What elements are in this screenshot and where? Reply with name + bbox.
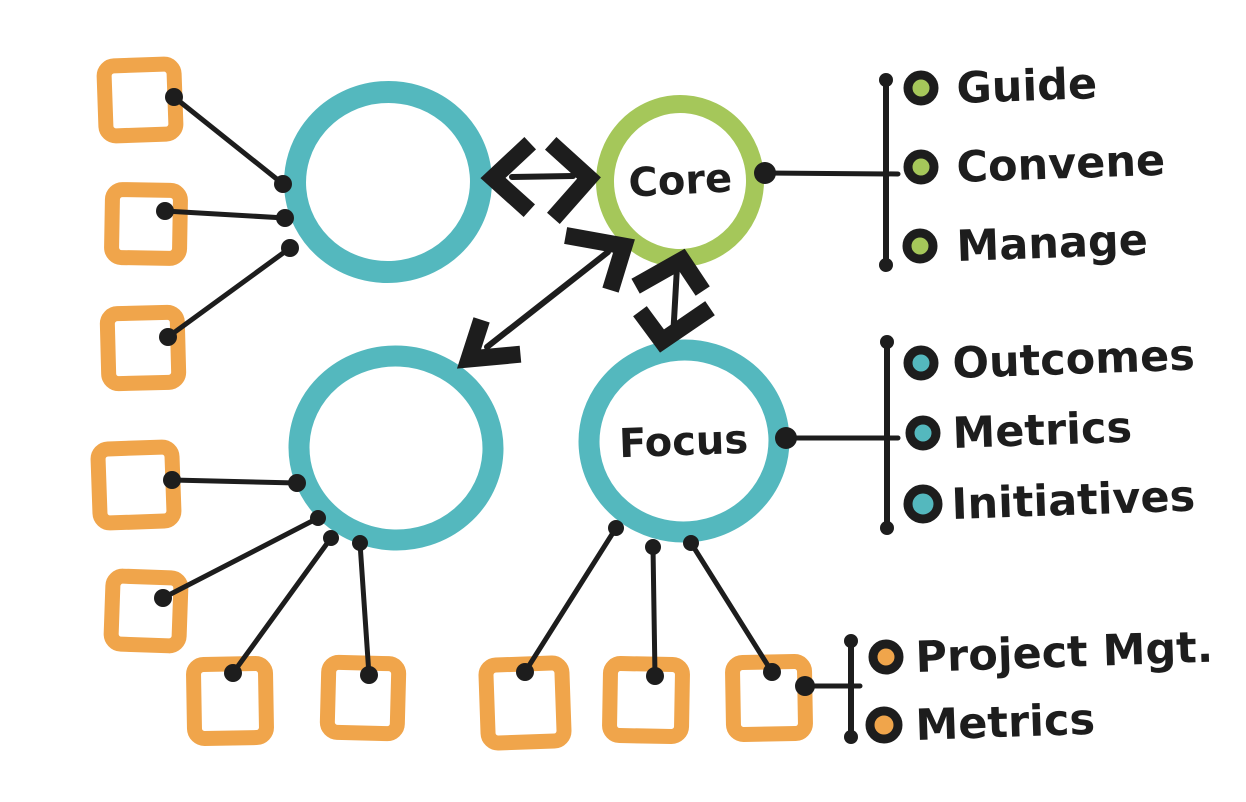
- arrowhead-upright-icon: [564, 227, 635, 293]
- legend-item-label: Project Mgt.: [915, 623, 1214, 683]
- teal-bullet-icon: [903, 484, 943, 524]
- leaf-square-9: [602, 656, 690, 744]
- orange-bullet-icon: [865, 706, 903, 744]
- legend-item-label: Metrics: [915, 695, 1096, 751]
- orange-bullet-icon: [868, 639, 904, 675]
- leaf-square-1: [96, 56, 184, 144]
- arrowhead-left-icon: [480, 136, 537, 218]
- legend-item-label: Convene: [956, 136, 1166, 193]
- leaf-square-6: [186, 656, 274, 746]
- green-bullet-icon: [903, 70, 939, 106]
- arrowhead-up-icon: [631, 248, 710, 296]
- connector-sq4-hubmid: [163, 471, 306, 492]
- legend-item-label: Metrics: [952, 403, 1133, 459]
- connector-sq3-hubtop: [159, 239, 299, 346]
- teal-bullet-icon: [905, 415, 941, 451]
- legend-item: Guide: [903, 59, 1098, 114]
- legend-item: Metrics: [865, 695, 1096, 751]
- hub-top-circle: [284, 80, 492, 284]
- legend-item: Convene: [903, 136, 1166, 193]
- legend-item-label: Initiatives: [951, 472, 1196, 530]
- focus-label: Focus: [618, 417, 749, 467]
- green-bullet-icon: [902, 228, 938, 264]
- connector-sq9-focus: [645, 539, 664, 685]
- legend-focus: Outcomes Metrics Initiatives: [880, 331, 1196, 535]
- connector-sq10-focus: [683, 535, 781, 681]
- legend-item: Initiatives: [903, 472, 1196, 530]
- arrowhead-down-icon: [633, 301, 715, 353]
- legend-item-label: Outcomes: [952, 331, 1196, 389]
- legend-core: Guide Convene Manage: [879, 59, 1166, 272]
- core-label: Core: [627, 155, 733, 206]
- green-bullet-icon: [903, 149, 939, 185]
- connector-sq6-hubmid: [224, 530, 339, 682]
- double-arrow-core-hubmid: [456, 227, 635, 369]
- legend-item-label: Guide: [956, 59, 1098, 114]
- connector-sq5-hubmid: [154, 510, 326, 607]
- leaf-square-3: [99, 304, 187, 392]
- connector-sq1-hubtop: [165, 88, 292, 193]
- legend-item: Project Mgt.: [868, 623, 1214, 683]
- leaf-square-4: [90, 439, 182, 531]
- connector-core-legend: [754, 162, 901, 184]
- double-arrow-hubtop-core: [480, 136, 601, 224]
- arrowhead-downleft-icon: [456, 317, 522, 369]
- teal-bullet-icon: [903, 345, 939, 381]
- leaf-square-2: [104, 182, 188, 266]
- legend-project: Project Mgt. Metrics: [844, 623, 1214, 751]
- legend-item: Metrics: [905, 403, 1133, 459]
- connector-sq8-focus: [516, 520, 624, 681]
- connector-sq2-hubtop: [156, 202, 294, 227]
- hub-mid-circle: [288, 345, 504, 551]
- leaf-square-7: [319, 654, 407, 742]
- connector-sq7-hubmid: [352, 535, 378, 684]
- legend-item-label: Manage: [956, 215, 1149, 272]
- legend-item: Outcomes: [903, 331, 1196, 389]
- double-arrow-core-focus: [631, 248, 715, 353]
- legend-item: Manage: [902, 215, 1149, 272]
- leaf-square-5: [103, 568, 189, 654]
- arrowhead-right-icon: [544, 136, 601, 224]
- connector-focus-legend: [775, 427, 901, 449]
